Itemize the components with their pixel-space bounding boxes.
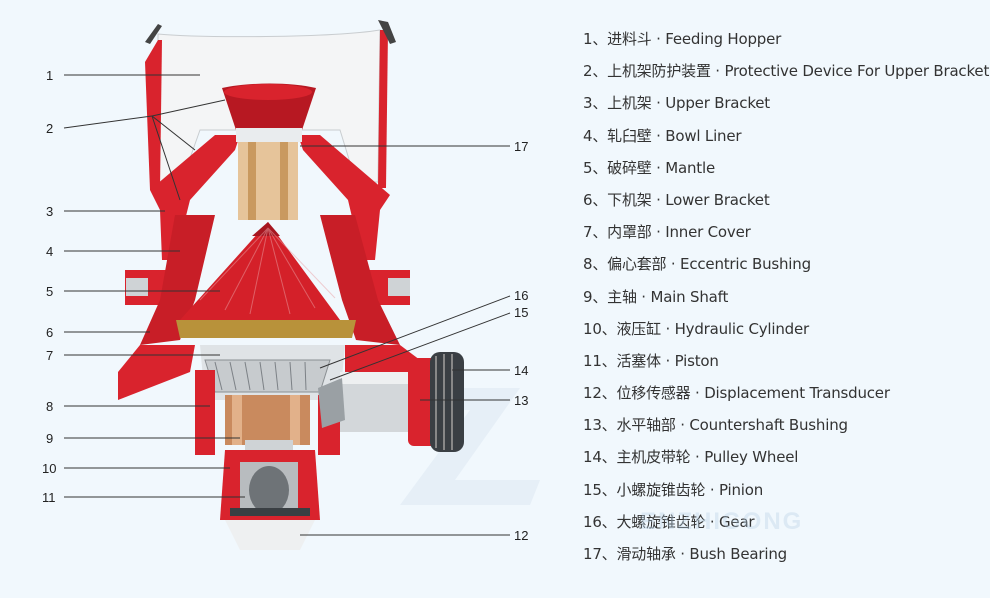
callout-14: 14 — [514, 363, 528, 378]
callout-10: 10 — [42, 461, 56, 476]
legend-item: 1、进料斗 · Feeding Hopper — [583, 30, 782, 48]
legend-item: 16、大螺旋锥齿轮 · Gear — [583, 512, 755, 531]
legend-item: 5、破碎壁 · Mantle — [583, 158, 715, 177]
callout-17: 17 — [514, 139, 528, 154]
legend-item: 14、主机皮带轮 · Pulley Wheel — [583, 448, 799, 467]
legend-item: 12、位移传感器 · Displacement Transducer — [583, 384, 890, 403]
callout-4: 4 — [46, 244, 53, 259]
callout-11: 11 — [42, 490, 56, 505]
watermark: ENZHIGONG — [640, 508, 804, 535]
legend-item: 10、液压缸 · Hydraulic Cylinder — [583, 319, 809, 338]
callout-12: 12 — [514, 528, 528, 543]
legend-item: 17、滑动轴承 · Bush Bearing — [583, 545, 787, 563]
callout-16: 16 — [514, 288, 528, 303]
callout-3: 3 — [46, 204, 53, 219]
legend-item: 11、活塞体 · Piston — [583, 351, 719, 370]
callout-1: 1 — [46, 68, 53, 83]
parts-legend: 1、进料斗 · Feeding Hopper 2、上机架防护装置 · Prote… — [583, 28, 989, 575]
legend-item: 6、下机架 · Lower Bracket — [583, 190, 770, 209]
callout-6: 6 — [46, 325, 53, 340]
legend-item: 8、偏心套部 · Eccentric Bushing — [583, 255, 811, 274]
callout-numbers: 1 2 3 4 5 6 7 8 9 10 11 12 13 14 15 16 1… — [42, 68, 528, 543]
callout-15: 15 — [514, 305, 528, 320]
callout-7: 7 — [46, 348, 53, 363]
callout-13: 13 — [514, 393, 528, 408]
legend-item: 15、小螺旋锥齿轮 · Pinion — [583, 480, 764, 499]
legend-item: 2、上机架防护装置 · Protective Device For Upper … — [583, 62, 990, 81]
legend-item: 9、主轴 · Main Shaft — [583, 287, 729, 306]
callout-2: 2 — [46, 121, 53, 136]
callout-leaders — [63, 74, 511, 536]
callout-9: 9 — [46, 431, 53, 446]
legend-item: 3、上机架 · Upper Bracket — [583, 94, 770, 113]
legend-item: 4、轧臼壁 · Bowl Liner — [583, 126, 742, 145]
crusher-body — [118, 20, 540, 550]
crusher-cutaway-illustration: 1 2 3 4 5 6 7 8 9 10 11 12 13 14 15 16 1… — [42, 20, 540, 550]
legend-item: 7、内罩部 · Inner Cover — [583, 223, 751, 242]
callout-8: 8 — [46, 399, 53, 414]
legend-item: 13、水平轴部 · Countershaft Bushing — [583, 416, 848, 435]
callout-5: 5 — [46, 284, 53, 299]
